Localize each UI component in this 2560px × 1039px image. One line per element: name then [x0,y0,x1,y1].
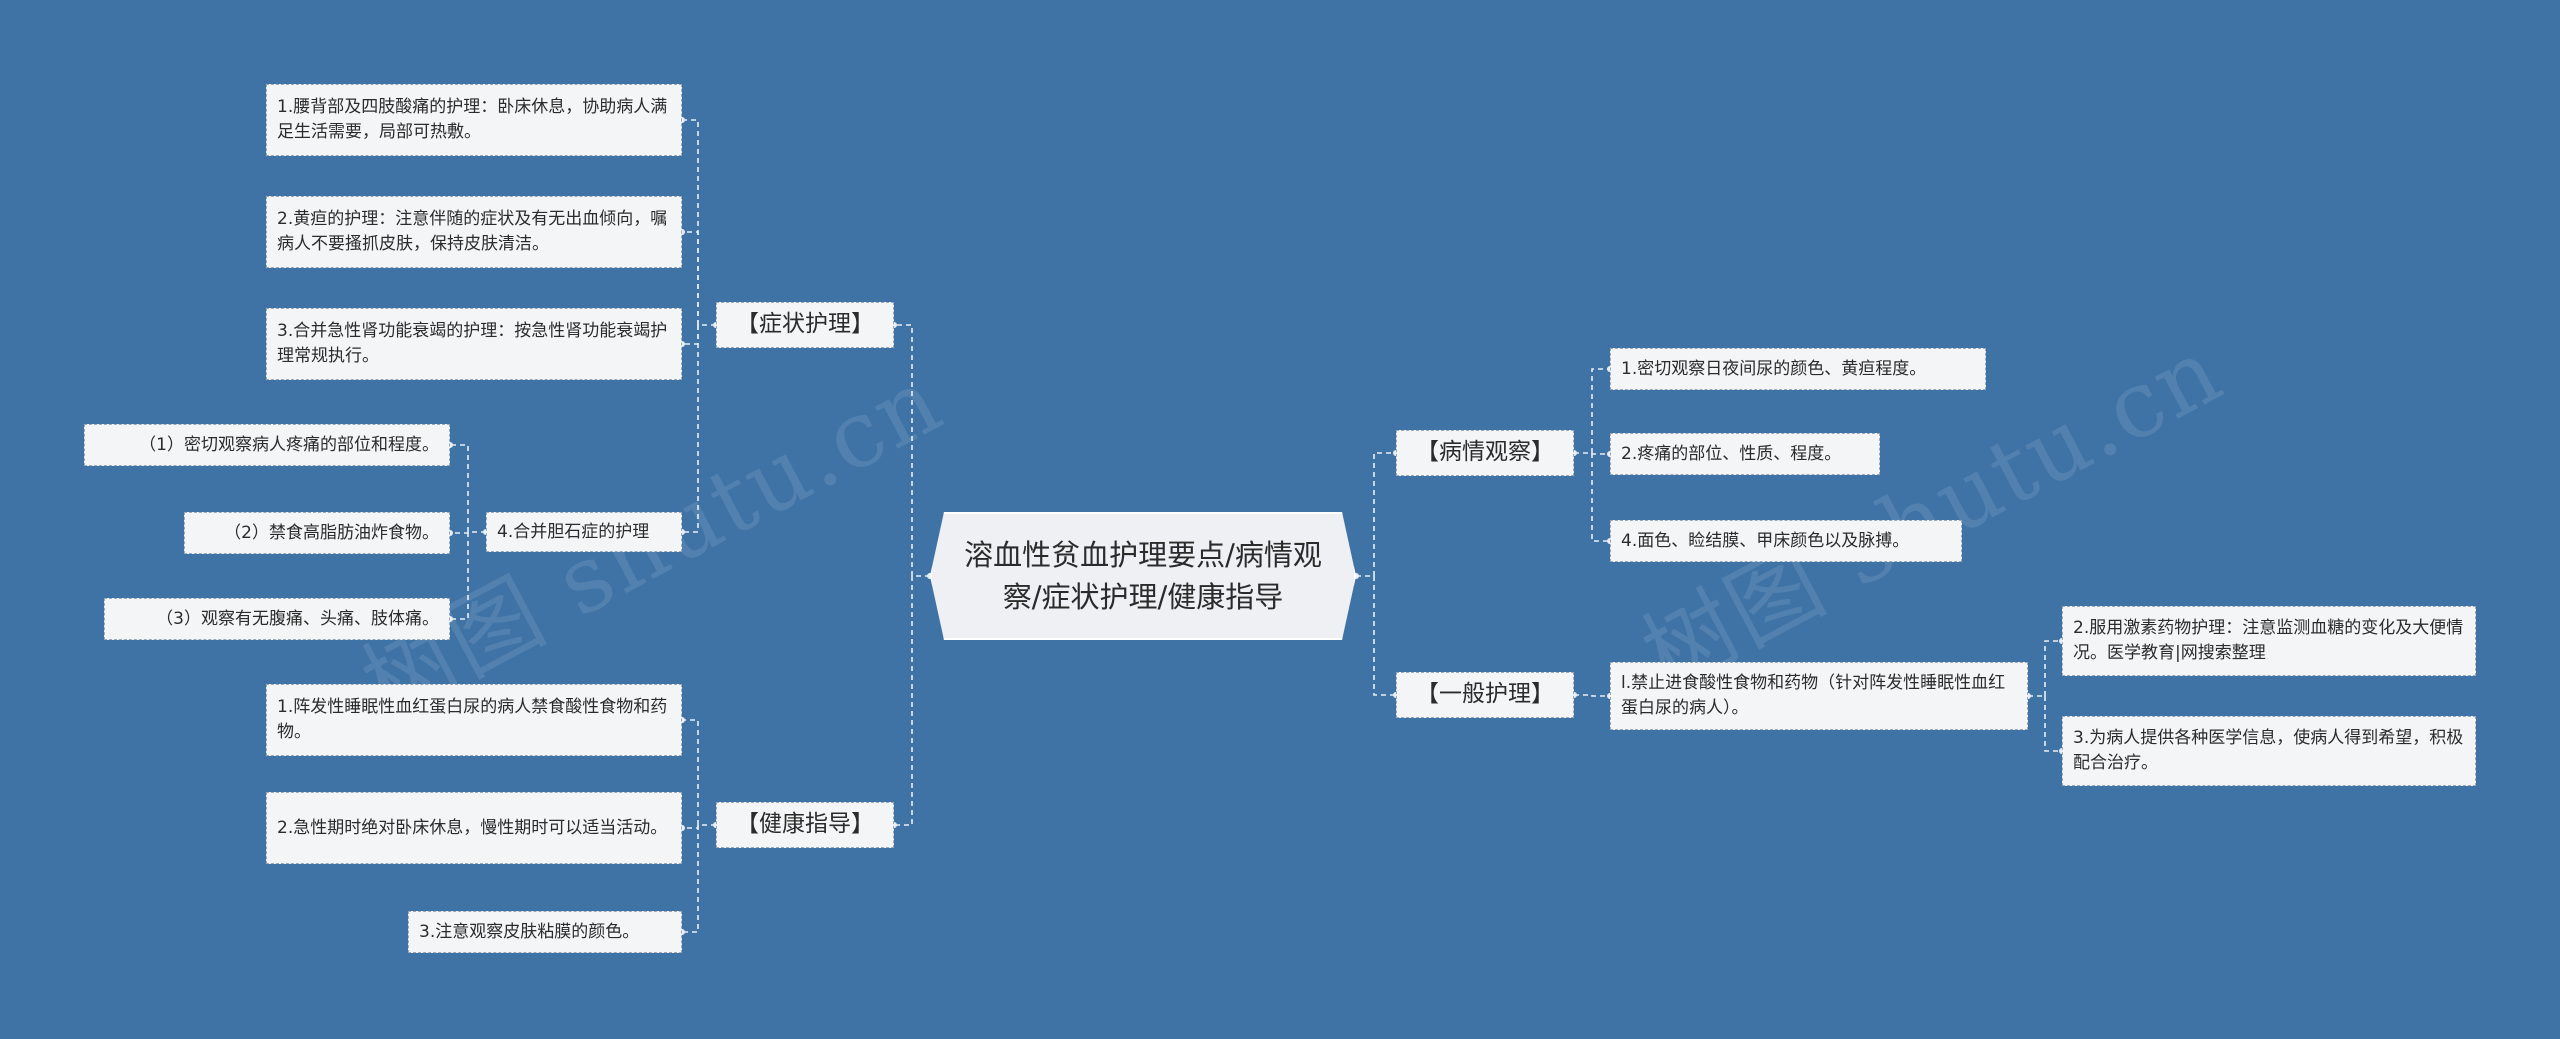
health-item-1[interactable]: 1.阵发性睡眠性血红蛋白尿的病人禁食酸性食物和药物。 [266,684,682,756]
symptom-item-1[interactable]: 1.腰背部及四肢酸痛的护理：卧床休息，协助病人满足生活需要，局部可热敷。 [266,84,682,156]
connector-line-33 [682,719,699,825]
connector-line-21 [682,325,699,533]
health-item-3[interactable]: 3.注意观察皮肤粘膜的颜色。 [408,911,682,953]
connector-line-37 [682,825,699,933]
connector-line-43 [1591,453,1610,455]
health-item-2[interactable]: 2.急性期时绝对卧床休息，慢性期时可以适当活动。 [266,792,682,864]
general-item-1[interactable]: l.禁止进食酸性食物和药物（针对阵发性睡眠性血红蛋白尿的病人）。 [1610,662,2028,730]
connector-line-27 [450,532,469,534]
connector-line-35 [682,825,699,829]
branch-symptom-care[interactable]: 【症状护理】 [716,302,894,348]
observe-item-3[interactable]: 4.面色、睑结膜、甲床颜色以及脉搏。 [1610,520,1962,562]
symptom-item-2[interactable]: 2.黄疸的护理：注意伴随的症状及有无出血倾向，嘱病人不要搔抓皮肤，保持皮肤清洁。 [266,196,682,268]
root-node[interactable]: 溶血性贫血护理要点/病情观察/症状护理/健康指导 [930,512,1356,640]
branch-condition-observation[interactable]: 【病情观察】 [1396,430,1574,476]
symptom-item-4-gallstone[interactable]: 4.合并胆石症的护理 [486,512,682,552]
gallstone-item-2[interactable]: （2）禁食高脂肪油炸食物。 [184,512,450,554]
gallstone-item-1[interactable]: （1）密切观察病人疼痛的部位和程度。 [84,424,450,466]
observe-item-1[interactable]: 1.密切观察日夜间尿的颜色、黄疸程度。 [1610,348,1986,390]
gallstone-item-3[interactable]: （3）观察有无腹痛、头痛、肢体痛。 [104,598,450,640]
symptom-item-3[interactable]: 3.合并急性肾功能衰竭的护理：按急性肾功能衰竭护理常规执行。 [266,308,682,380]
connector-line-53 [2044,640,2062,696]
general-subitem-2[interactable]: 2.服用激素药物护理：注意监测血糖的变化及大便情况。医学教育|网搜索整理 [2062,606,2476,676]
connector-line-3 [894,324,913,576]
general-subitem-3[interactable]: 3.为病人提供各种医学信息，使病人得到希望，积极配合治疗。 [2062,716,2476,786]
connector-line-29 [450,532,469,620]
connector-line-45 [1591,453,1610,542]
connector-line-5 [894,576,913,826]
connector-line-25 [450,444,469,532]
connector-line-11 [1373,576,1396,696]
connector-line-19 [682,325,699,345]
branch-general-care[interactable]: 【一般护理】 [1396,672,1574,718]
connector-line-9 [1373,452,1396,576]
connector-line-49 [1591,695,1610,697]
observe-item-2[interactable]: 2.疼痛的部位、性质、程度。 [1610,433,1880,475]
connector-line-41 [1591,368,1610,453]
connector-line-17 [682,231,699,325]
branch-health-guidance[interactable]: 【健康指导】 [716,802,894,848]
connector-line-55 [2044,696,2062,752]
connector-line-15 [682,119,699,325]
